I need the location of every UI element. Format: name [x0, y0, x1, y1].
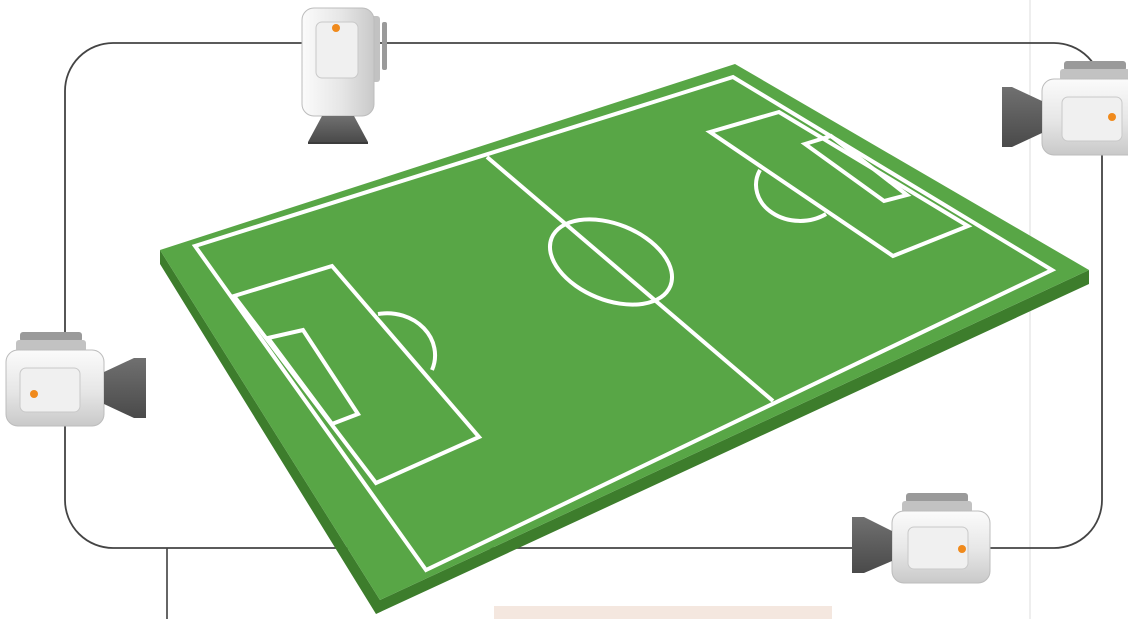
- camera-left[interactable]: [6, 332, 146, 426]
- bottom-strip: [494, 606, 832, 619]
- camera-top[interactable]: [302, 8, 387, 144]
- camera-top-right[interactable]: [1002, 61, 1128, 155]
- video-camera-icon: [852, 493, 990, 583]
- video-camera-icon: [302, 8, 387, 144]
- camera-bottom-right[interactable]: [852, 493, 990, 583]
- video-camera-icon: [6, 332, 146, 426]
- video-camera-icon: [1002, 61, 1128, 155]
